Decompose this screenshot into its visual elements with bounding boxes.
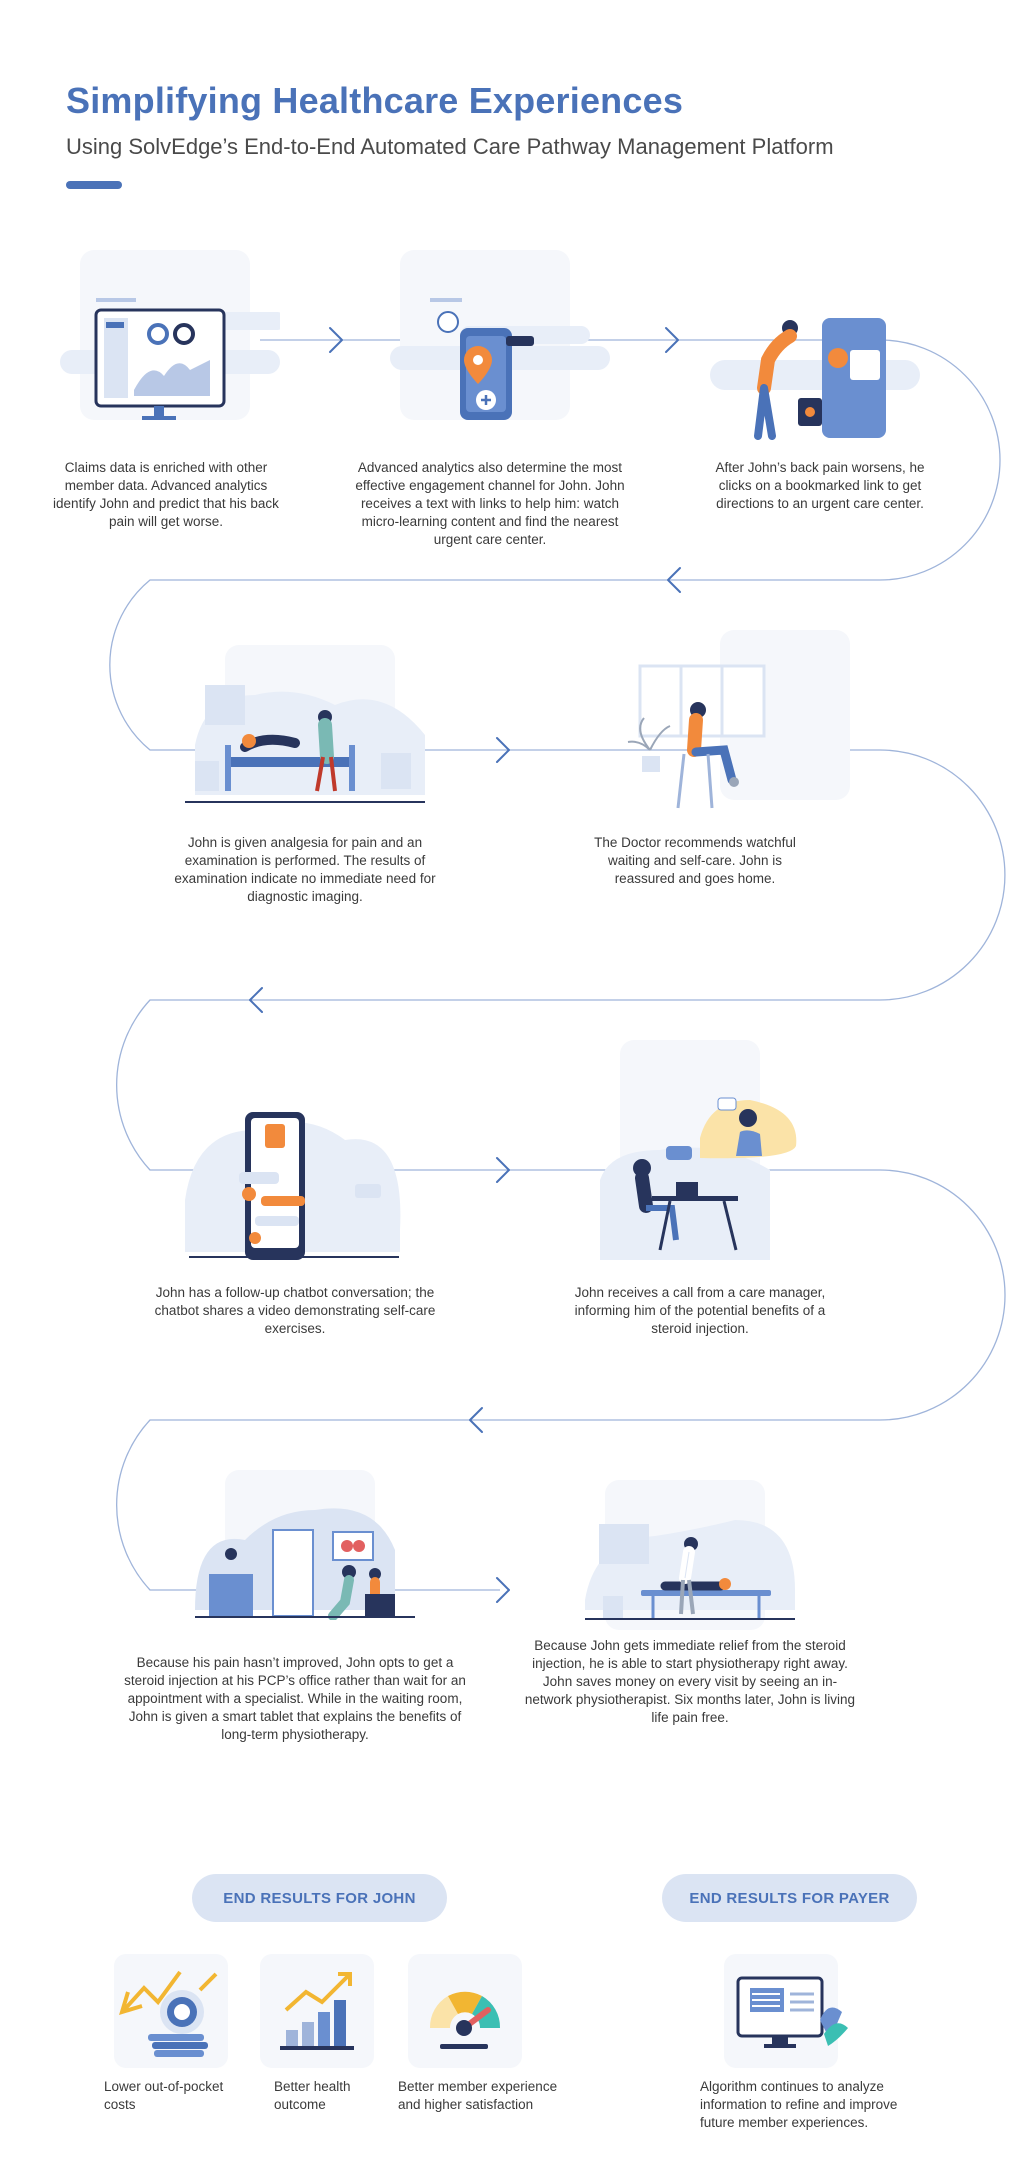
john-results-heading: END RESULTS FOR JOHN	[192, 1874, 447, 1922]
step-7-text: John receives a call from a care manager…	[574, 1285, 826, 1336]
result-lower-costs: Lower out-of-pocket costs	[104, 2079, 224, 2112]
care-manager-call-icon	[600, 1040, 797, 1260]
arrow-right-icon	[496, 737, 510, 763]
step-5-text: The Doctor recommends watchful waiting a…	[594, 835, 796, 886]
arrow-left-icon	[667, 567, 681, 593]
chatbot-phone-icon	[185, 1112, 401, 1260]
waiting-room-icon	[195, 1470, 415, 1620]
step-1-text: Claims data is enriched with other membe…	[53, 460, 279, 529]
step-6-text: John has a follow-up chatbot conversatio…	[154, 1285, 436, 1336]
growth-chart-icon	[280, 1972, 354, 2050]
arrow-right-icon	[496, 1577, 510, 1603]
arrow-left-icon	[469, 1407, 483, 1433]
step-2-text: Advanced analytics also determine the mo…	[355, 460, 625, 547]
back-pain-person-icon	[710, 318, 920, 440]
lower-costs-icon	[119, 1970, 218, 2057]
step-8-text: Because his pain hasn’t improved, John o…	[124, 1655, 466, 1742]
page-subtitle: Using SolvEdge’s End-to-End Automated Ca…	[66, 134, 834, 159]
path-row-1	[109, 339, 1006, 1591]
arrow-right-icon	[496, 1157, 510, 1183]
result-satisfaction: Better member experience and higher sati…	[398, 2079, 558, 2112]
result-health-outcome: Better health outcome	[274, 2079, 351, 2112]
title-underline	[66, 181, 122, 189]
step-9-text: Because John gets immediate relief from …	[524, 1638, 856, 1725]
analytics-monitor-icon	[60, 250, 280, 420]
step-3-text: After John’s back pain worsens, he click…	[715, 460, 925, 511]
satisfaction-gauge-icon	[429, 1991, 501, 2049]
resting-at-home-icon	[627, 630, 850, 809]
payer-results-heading: END RESULTS FOR PAYER	[662, 1874, 917, 1922]
step-4-text: John is given analgesia for pain and an …	[174, 835, 436, 904]
physiotherapy-icon	[585, 1480, 795, 1630]
arrow-right-icon	[665, 327, 679, 353]
result-algorithm: Algorithm continues to analyze informati…	[700, 2079, 898, 2130]
phone-location-icon	[390, 250, 610, 420]
algorithm-monitor-icon	[736, 1976, 848, 2048]
arrow-right-icon	[329, 327, 343, 353]
page-title: Simplifying Healthcare Experiences	[66, 80, 684, 121]
arrow-left-icon	[249, 987, 263, 1013]
hospital-bed-icon	[185, 645, 425, 803]
